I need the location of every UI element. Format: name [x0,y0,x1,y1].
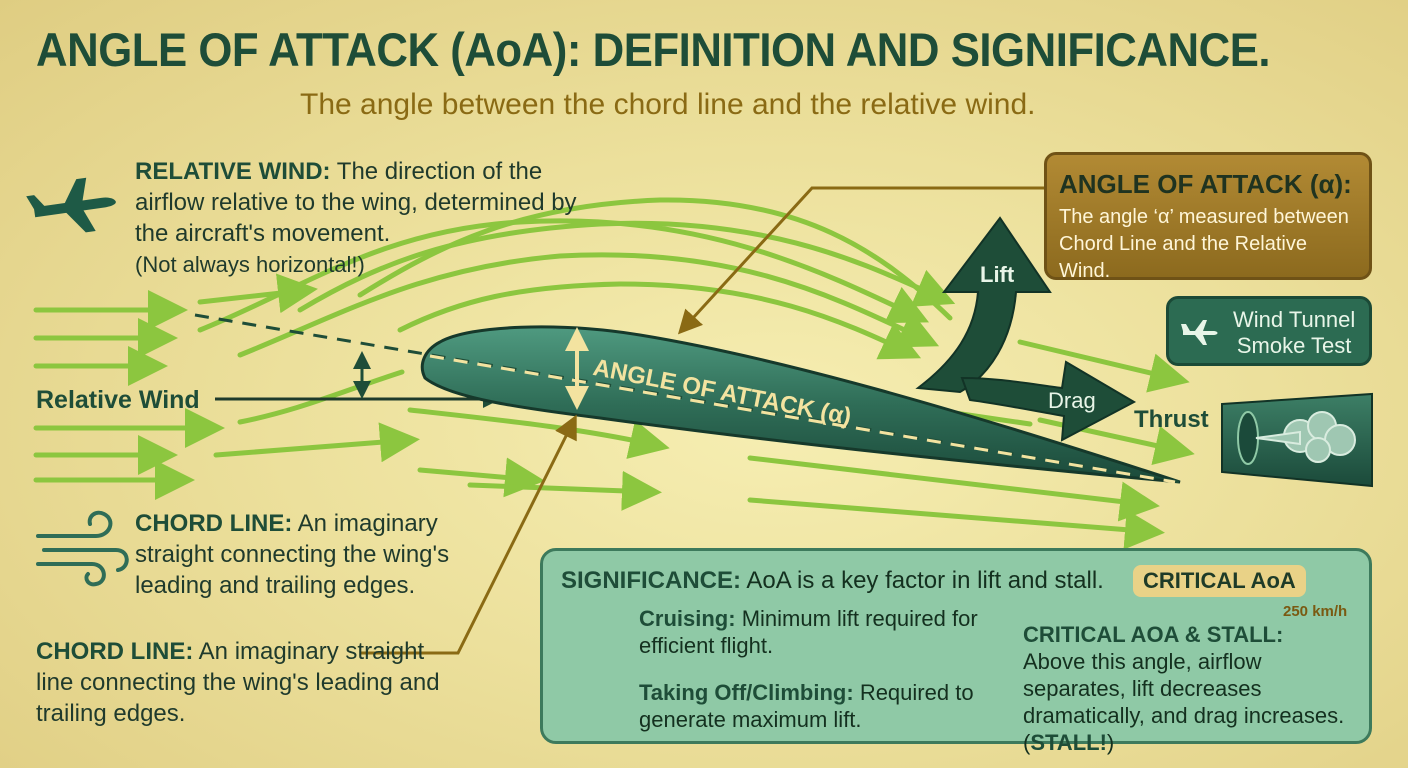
streamline [417,457,545,498]
wind-tunnel-plane-icon [1181,320,1218,345]
stall-heading: CRITICAL AOA & STALL: [1023,622,1284,647]
lift-label: Lift [980,262,1015,287]
significance-title: SIGNIFICANCE: [561,567,741,594]
streamline [397,281,922,360]
relative-wind-aside: (Not always horizontal!) [135,252,365,277]
chord-line-note-2: CHORD LINE: An imaginary straight line c… [36,636,456,729]
streamline [1017,339,1190,393]
streamline [297,220,956,313]
chord-line-body-1: An imaginary straight connecting the win… [135,510,450,599]
streamline [747,497,1165,550]
thrust-label: Thrust [1134,406,1209,433]
significance-panel: SIGNIFICANCE: AoA is a key factor in lif… [540,548,1372,755]
critical-aoa-tag: CRITICAL AoA [1133,565,1306,597]
smoke-puff [1255,411,1356,463]
wind-tunnel-line-1: Wind Tunnel [1233,307,1356,332]
aoa-box-pointer [677,186,1044,335]
chord-line-heading-1: CHORD LINE: [135,510,293,537]
jet-engine [1221,392,1373,488]
streamline [747,455,1160,522]
chord-line-body-2: An imaginary straight line connecting th… [36,638,440,727]
streamline [213,422,420,463]
wind-icon [36,510,129,587]
wind-tunnel-text: Wind Tunnel Smoke Test [1233,307,1355,359]
airfoil-wing [420,325,1181,484]
chord-line-heading-2: CHORD LINE: [36,638,194,665]
streamline [467,470,662,511]
relative-wind-note: RELATIVE WIND: The direction of the airf… [135,156,605,280]
aoa-box-body: The angle ‘α’ measured between Chord Lin… [1059,206,1349,282]
lift-arrow [915,216,1052,394]
drag-arrow [960,360,1137,442]
aoa-box-heading: ANGLE OF ATTACK (α): [1059,169,1352,199]
streamline [357,197,953,321]
cruising-heading: Cruising: [639,606,736,631]
streamline [197,273,318,314]
climbing-item: Taking Off/Climbing: Required to generat… [639,679,979,733]
stall-item: CRITICAL AOA & STALL: Above this angle, … [1023,621,1363,756]
stall-word: STALL! [1030,730,1107,755]
stall-body: Above this angle, airflow separates, lif… [1023,649,1345,728]
climbing-heading: Taking Off/Climbing: [639,680,854,705]
aoa-definition-box: ANGLE OF ATTACK (α): The angle ‘α’ measu… [1044,152,1372,282]
relative-wind-label: Relative Wind [36,386,200,414]
significance-heading: SIGNIFICANCE: AoA is a key factor in lif… [561,567,1104,595]
page-title: ANGLE OF ATTACK (AoA): DEFINITION AND SI… [36,23,1271,76]
significance-body: AoA is a key factor in lift and stall. [746,567,1104,594]
chord-line-pointer [360,414,577,655]
climbing-body: Required to generate maximum lift. [639,680,974,732]
page-subtitle: The angle between the chord line and the… [300,88,1036,121]
streamline [237,369,405,425]
speed-readout: 250 km/h [1283,603,1348,620]
relative-wind-body: The direction of the airflow relative to… [135,158,577,247]
wind-tunnel-badge: Wind Tunnel Smoke Test [1166,296,1372,366]
cruising-body: Minimum lift required for efficient flig… [639,606,978,658]
chord-line-note-1: CHORD LINE: An imaginary straight connec… [135,508,495,601]
relative-wind-heading: RELATIVE WIND: [135,158,331,185]
wind-tunnel-line-2: Smoke Test [1236,333,1352,358]
airplane-icon [26,177,116,233]
streamline [407,407,670,459]
chord-line-on-wing [429,354,1176,484]
drag-label: Drag [1048,388,1096,413]
cruising-item: Cruising: Minimum lift required for effi… [639,605,979,659]
streamline [237,252,940,358]
